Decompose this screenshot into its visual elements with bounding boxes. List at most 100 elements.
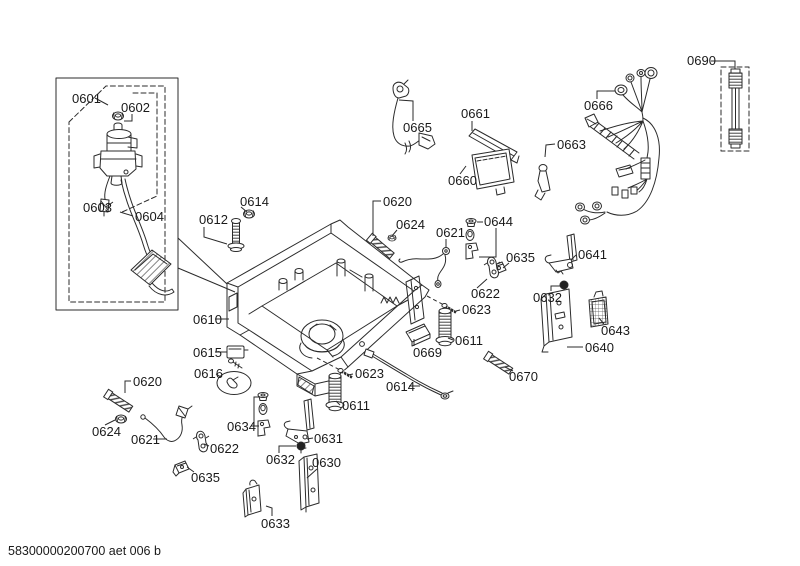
leader-line bbox=[391, 229, 398, 237]
part-label-0604: 0604 bbox=[135, 209, 164, 224]
part-label-0660: 0660 bbox=[448, 173, 477, 188]
leader-line bbox=[203, 227, 228, 245]
part-label-0603: 0603 bbox=[83, 200, 112, 215]
leader-line bbox=[265, 505, 273, 516]
part-label-0623: 0623 bbox=[462, 302, 491, 317]
doc-number: 58300000200700 aet 006 b bbox=[8, 544, 161, 558]
part-label-0624: 0624 bbox=[92, 424, 121, 439]
fastener-set-0644-drawing bbox=[465, 218, 479, 260]
part-label-0640: 0640 bbox=[585, 340, 614, 355]
leader-line bbox=[504, 366, 514, 372]
part-label-0641: 0641 bbox=[578, 247, 607, 262]
part-label-0690: 0690 bbox=[687, 53, 716, 68]
leader-line bbox=[215, 373, 222, 378]
leader-line bbox=[177, 267, 236, 293]
part-label-0622: 0622 bbox=[210, 441, 239, 456]
leader-line bbox=[479, 228, 497, 258]
leader-line bbox=[570, 254, 577, 261]
part-label-0632: 0632 bbox=[533, 290, 562, 305]
part-label-0621: 0621 bbox=[436, 225, 465, 240]
part-label-0631: 0631 bbox=[314, 431, 343, 446]
leader-line bbox=[124, 114, 133, 122]
grid-0643-drawing bbox=[588, 290, 609, 328]
leader-line bbox=[240, 206, 248, 213]
part-label-0620: 0620 bbox=[383, 194, 412, 209]
sensor-cable-0621-bottom-drawing bbox=[140, 405, 193, 442]
leader-line bbox=[124, 380, 131, 393]
leader-line bbox=[316, 357, 341, 371]
part-label-0632: 0632 bbox=[266, 452, 295, 467]
part-label-0602: 0602 bbox=[121, 100, 150, 115]
leader-line bbox=[711, 60, 736, 69]
part-label-0663: 0663 bbox=[557, 137, 586, 152]
leader-line bbox=[203, 443, 210, 447]
bracket-0633-drawing bbox=[242, 479, 262, 518]
hinge-lever-0641-drawing bbox=[544, 233, 578, 275]
part-label-0622: 0622 bbox=[471, 286, 500, 301]
foot-0611-right-drawing bbox=[435, 307, 455, 347]
leader-line bbox=[398, 99, 414, 121]
leader-line bbox=[177, 237, 228, 285]
roller-0632-bottom-drawing bbox=[296, 441, 306, 454]
fastener-set-0634-drawing bbox=[257, 392, 271, 437]
wiring-harness-0666-drawing bbox=[575, 67, 660, 225]
leader-lines-layer bbox=[94, 60, 736, 516]
nut-0624-bottom-drawing bbox=[115, 414, 127, 424]
clip-0635-bottom-drawing bbox=[172, 460, 190, 477]
leader-line bbox=[119, 211, 134, 217]
block-0615-drawing bbox=[226, 345, 249, 369]
cable-0665-drawing bbox=[392, 79, 436, 155]
part-label-0643: 0643 bbox=[601, 323, 630, 338]
part-label-0616: 0616 bbox=[194, 366, 223, 381]
leader-line bbox=[476, 278, 488, 289]
bracket-0630-drawing bbox=[298, 453, 320, 513]
part-label-0610: 0610 bbox=[193, 312, 222, 327]
base-frame-0610-drawing bbox=[226, 219, 430, 397]
leader-line bbox=[544, 143, 556, 158]
inlet-valve-detail-box bbox=[55, 77, 179, 311]
leader-line bbox=[347, 373, 354, 376]
part-label-0611: 0611 bbox=[455, 333, 483, 348]
cable-0614-bottom-drawing bbox=[363, 348, 454, 400]
mount-bracket-0640-drawing bbox=[540, 288, 573, 353]
cable-0690-drawing bbox=[720, 66, 750, 152]
screw-0612-drawing bbox=[227, 218, 245, 252]
part-label-0630: 0630 bbox=[312, 455, 341, 470]
leader-line bbox=[598, 317, 605, 325]
module-0660-drawing bbox=[471, 148, 515, 196]
leader-line bbox=[502, 262, 510, 269]
spring-0620-bottom-drawing bbox=[103, 388, 134, 414]
leader-line bbox=[186, 466, 195, 473]
leader-line bbox=[251, 396, 259, 427]
leader-line bbox=[550, 285, 561, 291]
hinge-lever-0631-drawing bbox=[283, 398, 315, 450]
detail-circle-0616-drawing bbox=[216, 371, 252, 395]
valve-assembly-drawing bbox=[93, 111, 175, 296]
part-labels-layer: 0601 0602 0603 0604 0612 0614 0610 0615 0616 0665… bbox=[72, 53, 716, 531]
part-label-0615: 0615 bbox=[193, 345, 222, 360]
sleeve-0669-drawing bbox=[405, 323, 431, 347]
part-label-0612: 0612 bbox=[199, 212, 228, 227]
leader-line bbox=[94, 97, 109, 106]
part-label-0666: 0666 bbox=[584, 98, 613, 113]
leader-line bbox=[278, 445, 296, 453]
part-label-0633: 0633 bbox=[261, 516, 290, 531]
part-label-0635: 0635 bbox=[191, 470, 220, 485]
part-label-0670: 0670 bbox=[509, 369, 538, 384]
part-label-0601: 0601 bbox=[72, 91, 101, 106]
part-label-0644: 0644 bbox=[484, 214, 513, 229]
leader-line bbox=[447, 337, 454, 341]
leader-line bbox=[455, 309, 461, 312]
part-label-0669: 0669 bbox=[413, 345, 442, 360]
part-label-0665: 0665 bbox=[403, 120, 432, 135]
part-label-0614: 0614 bbox=[240, 194, 269, 209]
leader-line bbox=[306, 437, 314, 440]
leader-line bbox=[306, 468, 318, 479]
part-label-0623: 0623 bbox=[355, 366, 384, 381]
part-label-0635: 0635 bbox=[506, 250, 535, 265]
part-label-0611: 0611 bbox=[342, 398, 370, 413]
leader-line bbox=[105, 201, 114, 208]
sensor-cable-0621-top-drawing bbox=[398, 247, 450, 288]
